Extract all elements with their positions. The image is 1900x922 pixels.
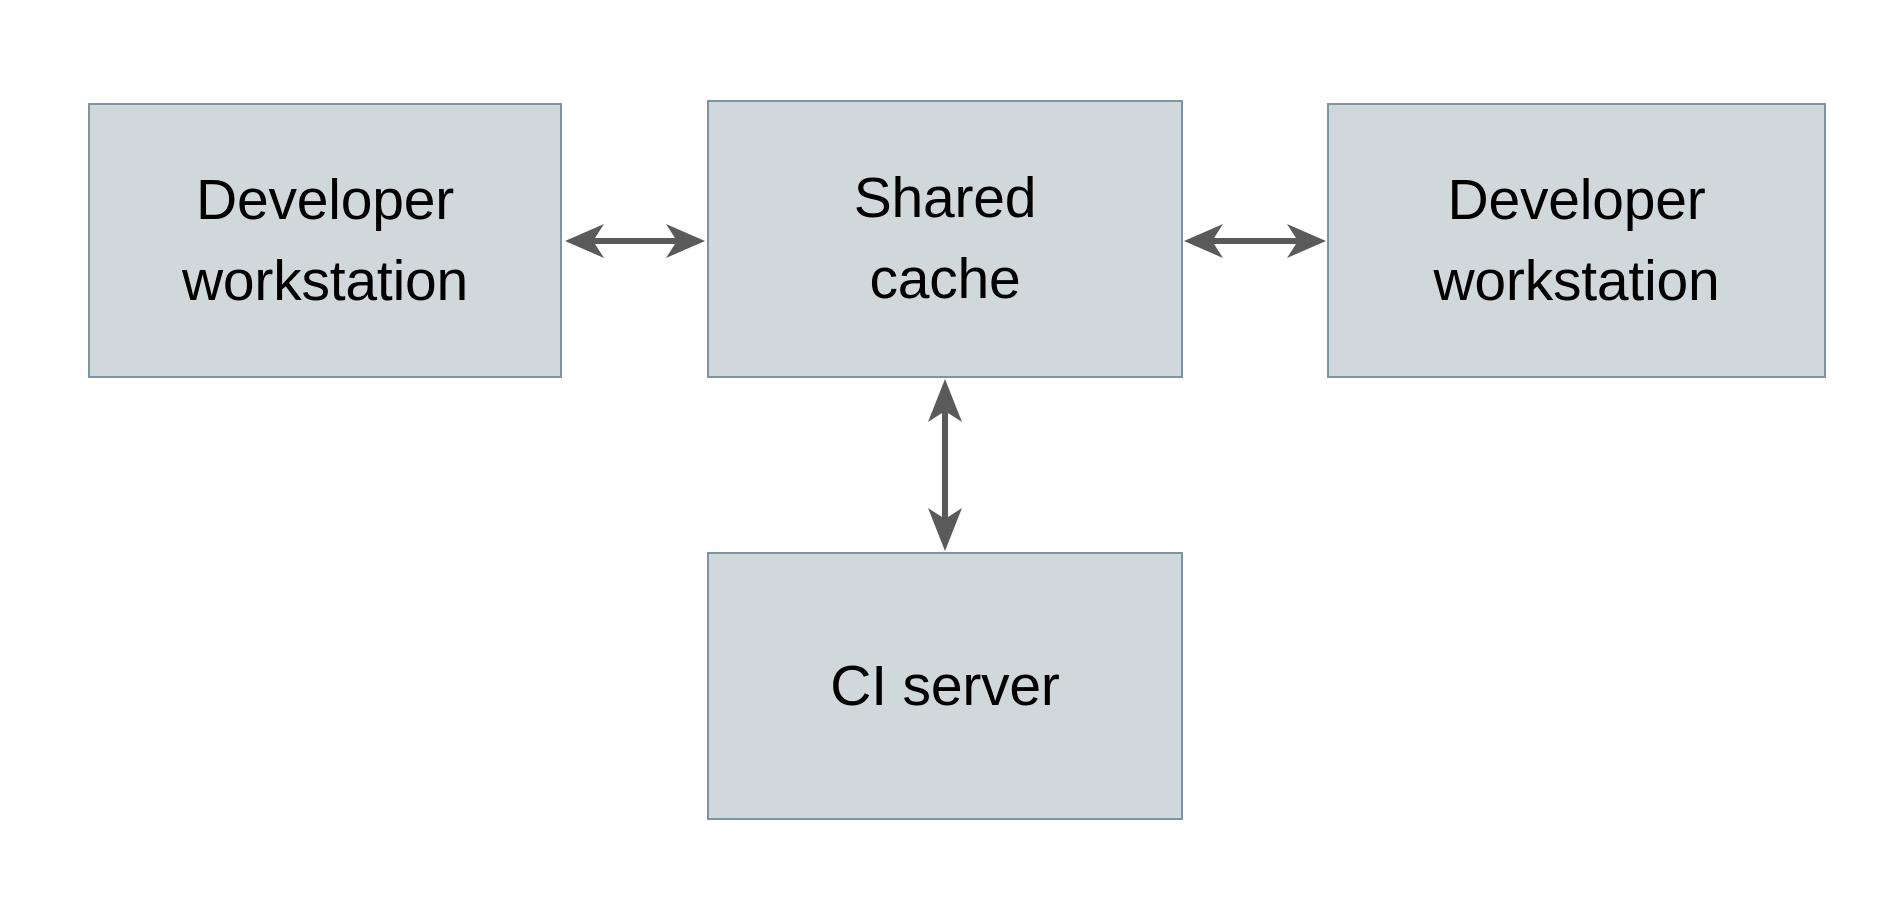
node-label: Developer workstation (1433, 167, 1720, 313)
connector-shared-cache-to-developer-right[interactable] (1181, 211, 1329, 271)
node-label: Developer workstation (181, 167, 469, 313)
node-developer-workstation-right[interactable]: Developer workstation (1327, 103, 1826, 378)
connector-developer-left-to-shared-cache[interactable] (562, 211, 708, 271)
arrowhead-right-icon (595, 224, 705, 258)
node-label: CI server (830, 653, 1060, 718)
arrowhead-down-icon (928, 413, 962, 551)
node-shared-cache[interactable]: Shared cache (707, 100, 1183, 378)
node-ci-server[interactable]: CI server (707, 552, 1183, 820)
node-label: Shared cache (853, 166, 1037, 311)
connector-shared-cache-to-ci-server[interactable] (915, 376, 975, 554)
arrowhead-right-icon (1214, 224, 1326, 258)
node-developer-workstation-left[interactable]: Developer workstation (88, 103, 562, 378)
